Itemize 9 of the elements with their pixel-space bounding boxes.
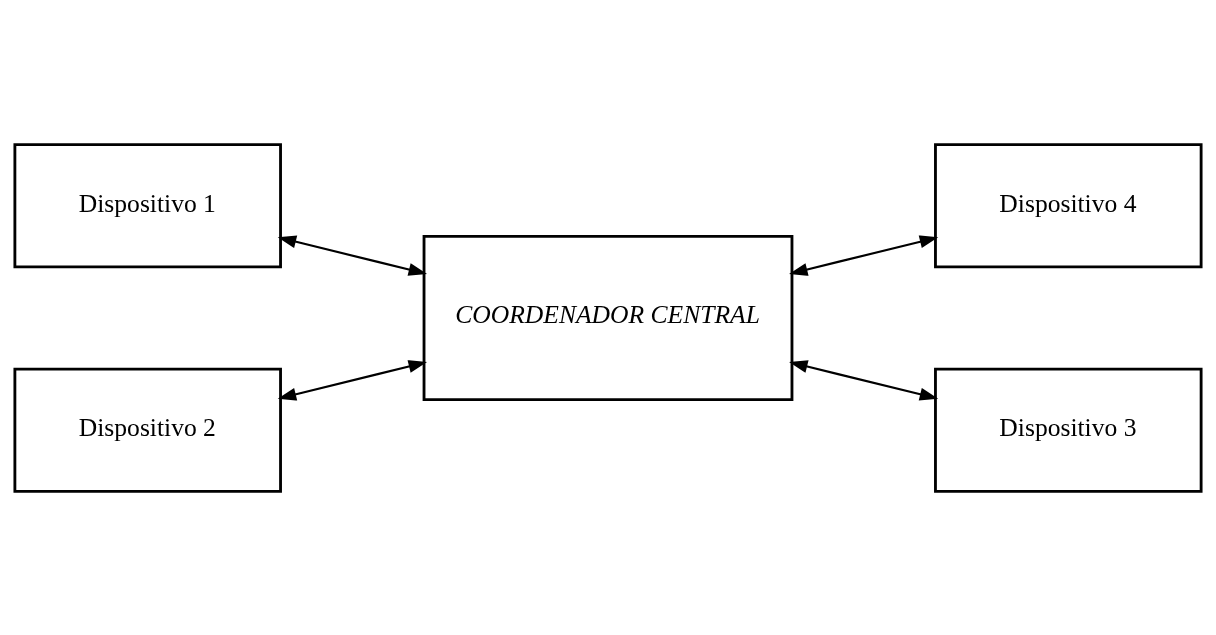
arrow (789, 359, 939, 401)
node-box: Dispositivo 2 (13, 367, 282, 493)
node-box: COORDENADOR CENTRAL (422, 234, 794, 401)
node-box: Dispositivo 4 (934, 142, 1203, 268)
arrow (789, 234, 939, 276)
node-box: Dispositivo 3 (934, 367, 1203, 493)
arrow (277, 359, 428, 401)
arrow (277, 234, 428, 276)
node-box: Dispositivo 1 (13, 142, 282, 268)
